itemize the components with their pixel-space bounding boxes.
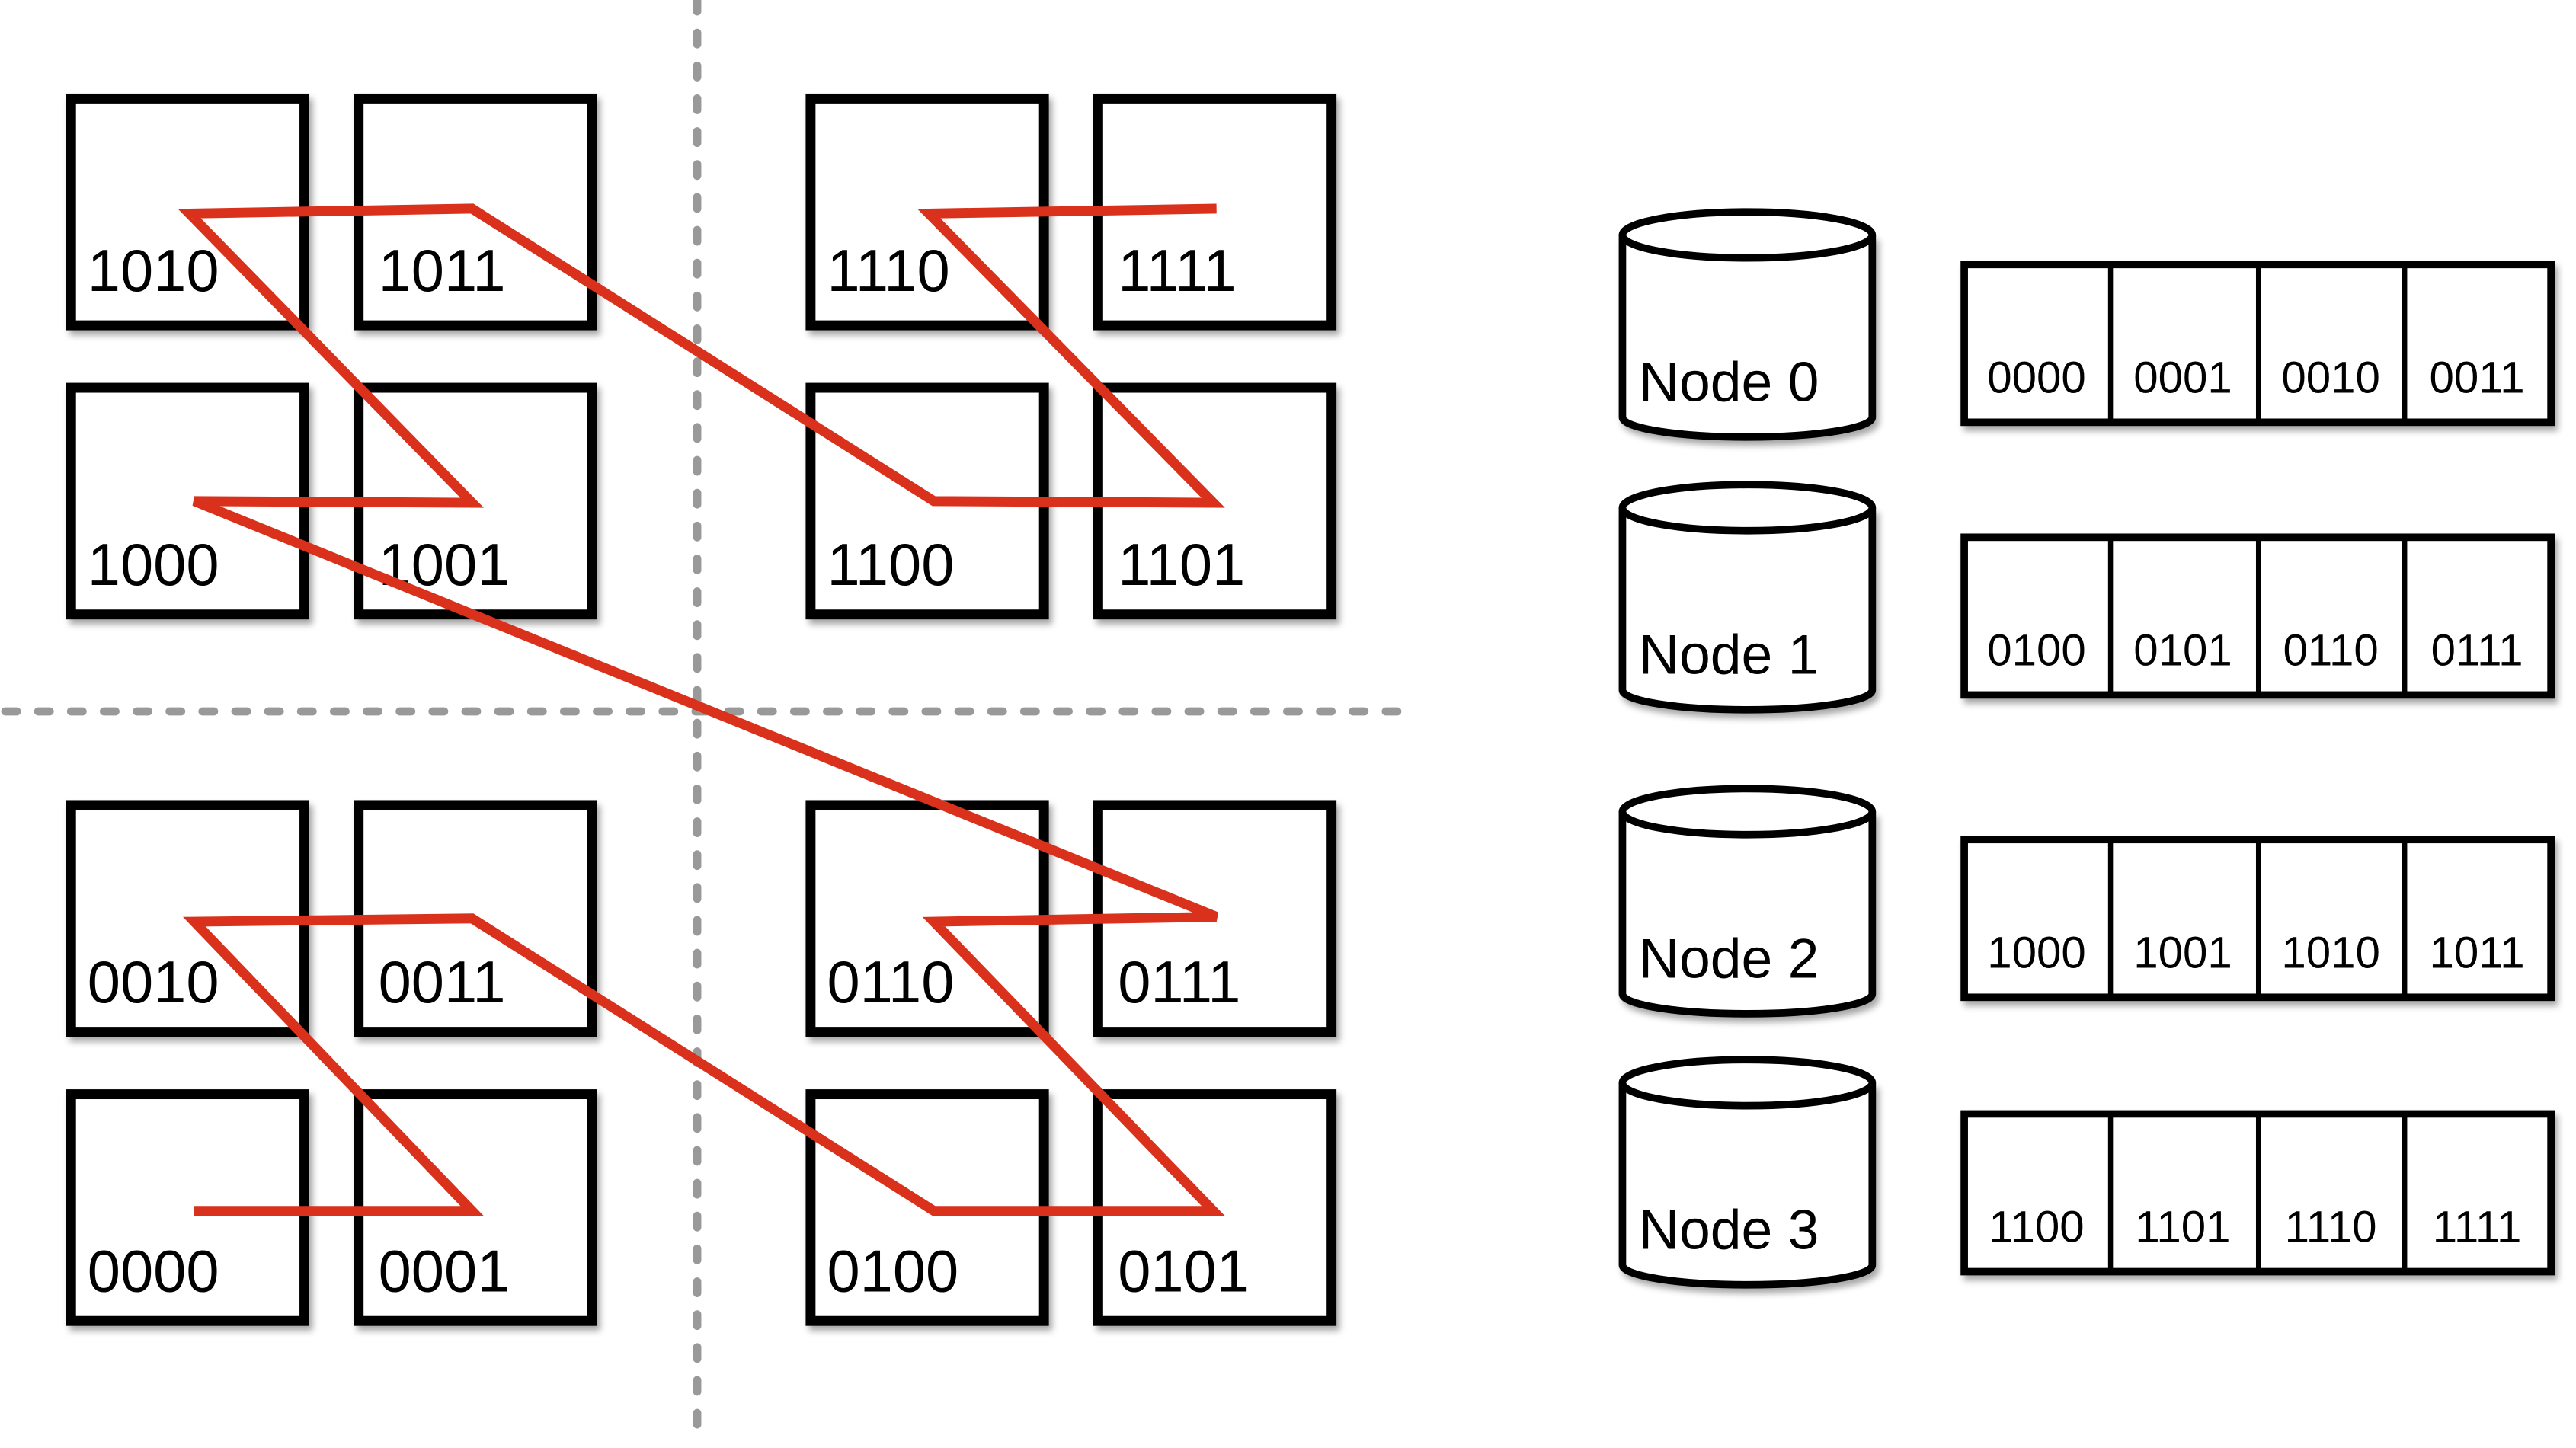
node-label: Node 0 xyxy=(1639,350,1819,413)
cell-label: 0110 xyxy=(827,950,954,1015)
key-cell: 0110 xyxy=(2283,626,2379,676)
node-2: Node 2 xyxy=(1618,785,1877,1018)
cell-label: 1110 xyxy=(827,238,949,304)
key-array-node-0: 0000 0001 0010 0011 xyxy=(1960,261,2555,427)
cylinder-top xyxy=(1618,785,1877,839)
key-array-node-1: 0100 0101 0110 0111 xyxy=(1960,533,2555,699)
node-3: Node 3 xyxy=(1618,1056,1877,1289)
node-0: Node 0 xyxy=(1618,208,1877,441)
node-label: Node 2 xyxy=(1639,927,1819,989)
key-cell: 0011 xyxy=(2429,353,2524,403)
cylinder-top xyxy=(1618,1056,1877,1110)
node-label: Node 1 xyxy=(1639,623,1819,686)
cell-label: 1100 xyxy=(827,532,954,598)
cell-label: 0000 xyxy=(88,1239,219,1304)
key-cell: 1100 xyxy=(1989,1203,2084,1252)
z-order-curve-path xyxy=(178,203,1225,1216)
key-cell: 0001 xyxy=(2133,353,2232,403)
key-cell: 1010 xyxy=(2281,928,2380,977)
storage-nodes: Node 0 Node 1 Node 2 Node 3 xyxy=(1618,208,1877,1289)
cell-label: 0100 xyxy=(827,1239,958,1304)
cell-label: 0011 xyxy=(379,950,506,1015)
cell-label: 0101 xyxy=(1118,1239,1250,1304)
cell-label: 1101 xyxy=(1118,532,1245,598)
key-cell: 0010 xyxy=(2281,353,2380,403)
key-cell: 0000 xyxy=(1987,353,2086,403)
key-cell: 1000 xyxy=(1987,928,2086,977)
key-cell: 1011 xyxy=(2429,928,2524,977)
key-array-node-2: 1000 1001 1010 1011 xyxy=(1960,836,2555,1002)
cell-label: 0111 xyxy=(1118,950,1240,1015)
cylinder-top xyxy=(1618,481,1877,535)
key-cell: 0101 xyxy=(2133,626,2232,676)
key-cell: 0111 xyxy=(2431,626,2523,676)
cell-label: 1010 xyxy=(88,238,219,304)
cell-label: 0010 xyxy=(88,950,219,1015)
cell-label: 1111 xyxy=(1118,238,1236,304)
key-cell: 1111 xyxy=(2433,1203,2522,1252)
node-1: Node 1 xyxy=(1618,481,1877,714)
cell-label: 1000 xyxy=(88,532,219,598)
key-cell: 1001 xyxy=(2133,928,2232,977)
node-key-arrays: 0000 0001 0010 0011 0100 0101 0110 0111 … xyxy=(1960,261,2555,1276)
key-array-node-3: 1100 1101 1110 1111 xyxy=(1960,1110,2555,1276)
cell-label: 0001 xyxy=(379,1239,510,1304)
node-label: Node 3 xyxy=(1639,1198,1819,1261)
cell-label: 1011 xyxy=(379,238,506,304)
grid-cell: 1011 xyxy=(354,93,597,331)
key-cell: 1101 xyxy=(2135,1203,2230,1252)
key-cell: 0100 xyxy=(1987,626,2086,676)
cylinder-top xyxy=(1618,208,1877,262)
key-cell: 1110 xyxy=(2285,1203,2377,1252)
